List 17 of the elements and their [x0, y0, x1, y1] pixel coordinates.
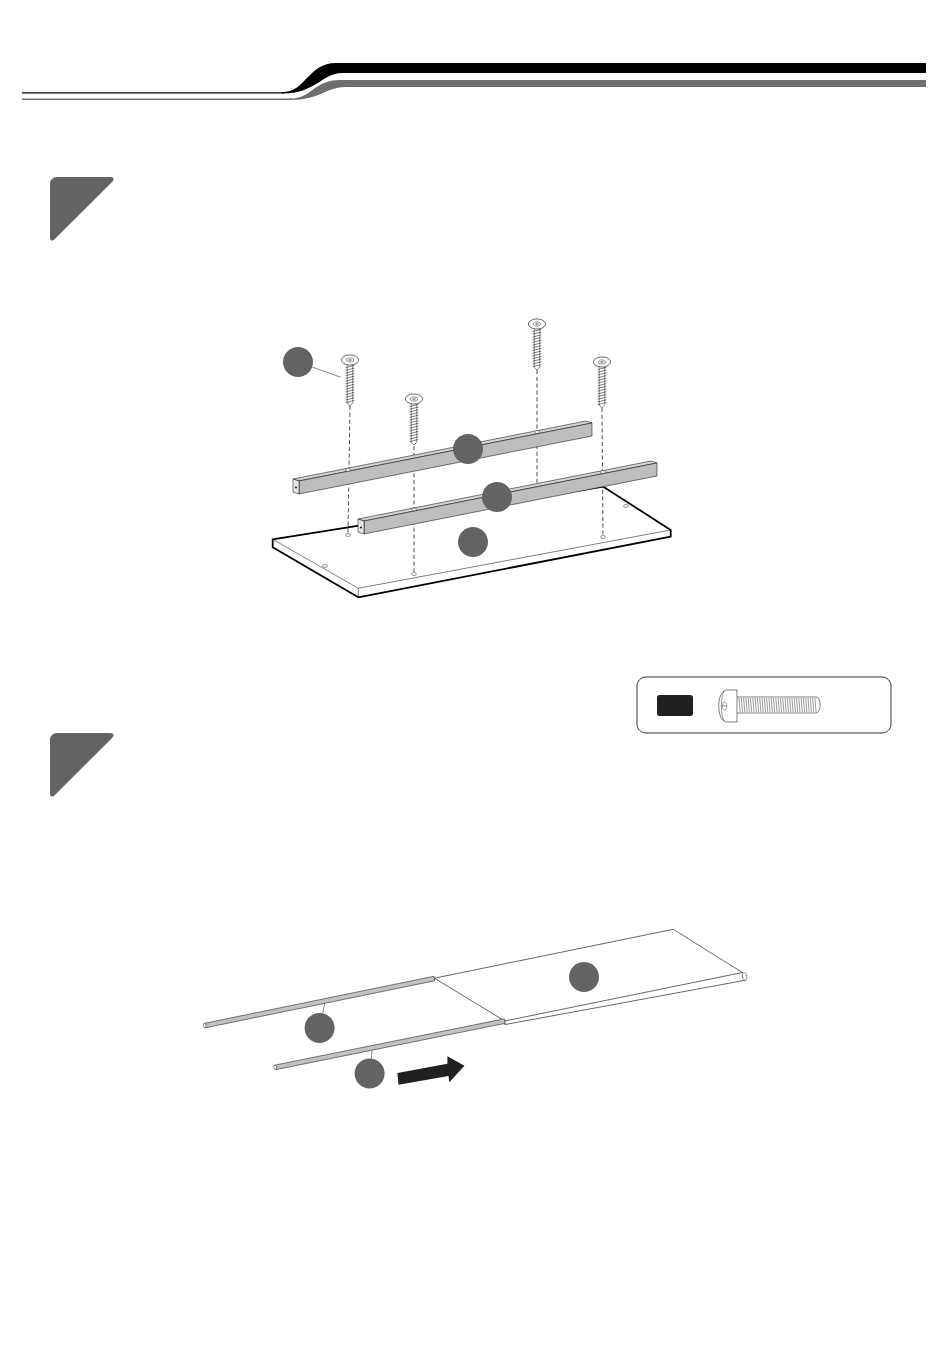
leader-line: [370, 1050, 373, 1059]
callout-circle: [283, 347, 313, 377]
rod: [203, 976, 436, 1029]
callout-circle: [482, 482, 512, 512]
step-badge: [50, 177, 114, 241]
label-tag: [657, 695, 693, 716]
leader-line: [322, 1003, 326, 1014]
screw: [341, 354, 359, 407]
hardware-box: [636, 676, 892, 734]
callout-circle: [354, 1058, 385, 1089]
leader-line: [311, 366, 342, 378]
callout-circle: [569, 962, 599, 992]
rod: [273, 1018, 506, 1070]
callout-circle: [453, 434, 483, 464]
callout-circle: [458, 527, 488, 557]
callout-circle: [304, 1013, 335, 1043]
step-badge: [50, 733, 114, 797]
